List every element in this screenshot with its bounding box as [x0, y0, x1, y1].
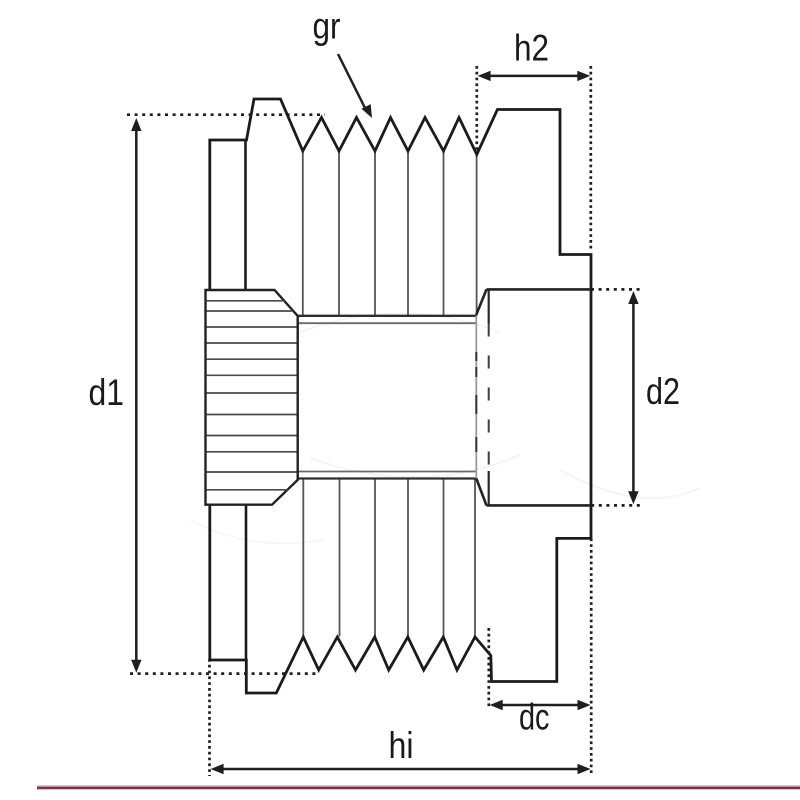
svg-text:gr: gr — [313, 6, 341, 47]
svg-text:hi: hi — [389, 725, 414, 766]
svg-text:h2: h2 — [514, 28, 549, 69]
svg-text:d2: d2 — [646, 371, 680, 412]
svg-text:d1: d1 — [89, 372, 125, 413]
svg-text:dc: dc — [519, 697, 550, 738]
